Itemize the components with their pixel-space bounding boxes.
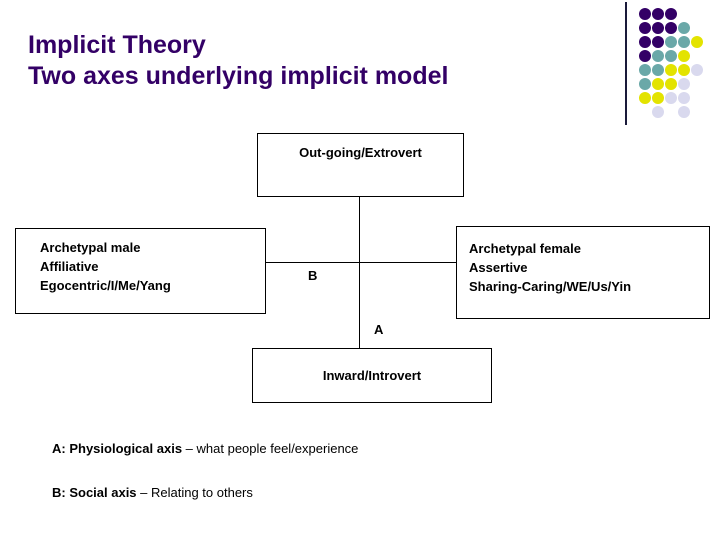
legend-item-a-description: – what people feel/experience [185,441,359,456]
legend-item-b: B: Social axis – Relating to others [52,484,253,501]
decorative-dot-yellow [665,78,677,90]
node-box-left-line-3: Egocentric/I/Me/Yang [40,278,171,293]
legend-item-b-key: B: [52,485,66,500]
page-title-line-2: Two axes underlying implicit model [28,62,449,90]
decorative-dot-yellow [678,64,690,76]
legend-item-b-term: Social axis [65,485,141,500]
decorative-dot-teal [639,64,651,76]
decorative-dot-yellow [652,92,664,104]
decorative-dot-teal [639,78,651,90]
node-box-right-line-1: Archetypal female [469,241,581,256]
node-box-left-text: Archetypal male Affiliative Egocentric/I… [40,238,265,295]
node-box-bottom-label: Inward/Introvert [322,368,422,383]
legend-item-b-description: – Relating to others [140,485,253,500]
axis-label-a: A [374,322,384,337]
decorative-dot-yellow [691,36,703,48]
decorative-dot-lavender [678,92,690,104]
decorative-dot-grid [639,8,715,120]
decorative-dot-purple [639,8,651,20]
node-box-right-line-2: Assertive [469,260,528,275]
legend-item-a-term: Physiological axis [65,441,186,456]
decorative-dot-purple [639,36,651,48]
decorative-dot-yellow [665,64,677,76]
decorative-dot-lavender [678,78,690,90]
decorative-dot-purple [652,22,664,34]
page-title: Implicit Theory Two axes underlying impl… [28,30,608,92]
node-box-left-line-1: Archetypal male [40,240,141,255]
legend-item-a-key: A: [52,441,66,456]
node-box-out-going-extrovert: Out-going/Extrovert [257,133,464,197]
decorative-dot-teal [665,36,677,48]
decorative-dot-lavender [691,64,703,76]
decorative-dot-purple [639,22,651,34]
decorative-dot-lavender [652,106,664,118]
decorative-dot-teal [652,50,664,62]
page-title-line-1: Implicit Theory [28,31,206,59]
decorative-dot-lavender [665,92,677,104]
decorative-dot-teal [665,50,677,62]
node-box-right-line-3: Sharing-Caring/WE/Us/Yin [469,279,632,294]
decorative-dot-teal [678,22,690,34]
node-box-archetypal-male: Archetypal male Affiliative Egocentric/I… [15,228,266,314]
node-box-right-text: Archetypal female Assertive Sharing-Cari… [469,239,709,296]
decorative-dot-purple [665,22,677,34]
decorative-dot-purple [652,36,664,48]
decorative-dot-purple [639,50,651,62]
decorative-divider-line [625,2,627,125]
axis-label-b: B [308,268,318,283]
connector-horizontal-axis-b [266,262,456,263]
node-box-left-line-2: Affiliative [40,259,99,274]
decorative-dot-purple [652,8,664,20]
node-box-archetypal-female: Archetypal female Assertive Sharing-Cari… [456,226,710,319]
node-box-inward-introvert: Inward/Introvert [252,348,492,403]
connector-vertical-axis-a [359,196,360,348]
decorative-dot-yellow [678,50,690,62]
decorative-dot-teal [678,36,690,48]
decorative-dot-teal [652,64,664,76]
legend-item-a: A: Physiological axis – what people feel… [52,440,358,457]
decorative-dot-purple [665,8,677,20]
decorative-dot-yellow [652,78,664,90]
decorative-dot-yellow [639,92,651,104]
node-box-top-label: Out-going/Extrovert [299,145,422,160]
decorative-dot-lavender [678,106,690,118]
